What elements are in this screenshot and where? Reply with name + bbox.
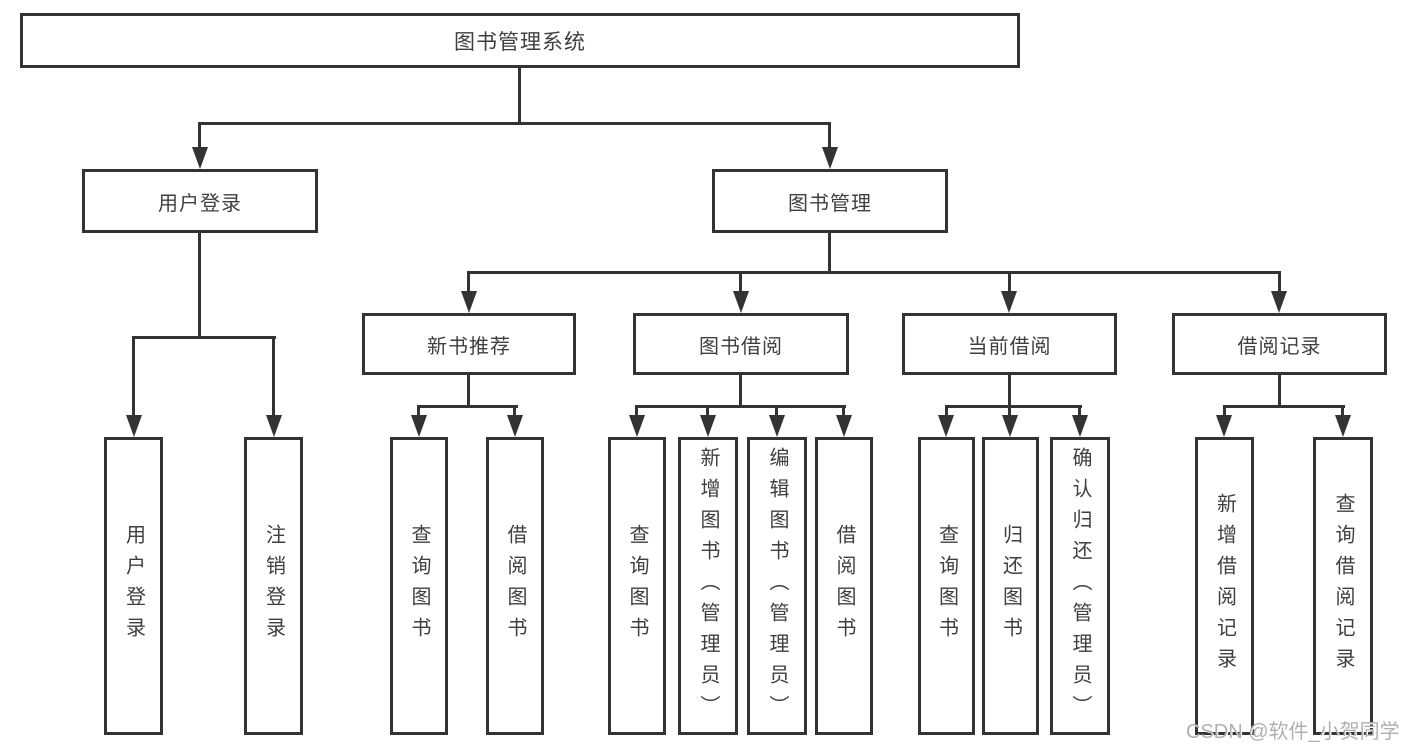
edge-line bbox=[1078, 405, 1081, 417]
edge-line bbox=[739, 271, 742, 291]
leaf-records-add-record-label: 新增借阅记录 bbox=[1213, 493, 1236, 679]
leaf-logout-label: 注销登录 bbox=[262, 524, 285, 648]
node-new-book-recommend: 新书推荐 bbox=[362, 313, 576, 375]
arrow-down-icon bbox=[266, 415, 282, 437]
edge-line bbox=[1341, 405, 1344, 417]
arrow-down-icon bbox=[1001, 291, 1017, 313]
edge-line bbox=[1278, 271, 1281, 291]
edge-line bbox=[635, 405, 846, 408]
edge-line bbox=[945, 405, 948, 417]
edge-line bbox=[706, 405, 709, 417]
arrow-down-icon bbox=[1335, 415, 1351, 437]
leaf-user-login-label: 用户登录 bbox=[122, 524, 145, 648]
leaf-records-query-record: 查询借阅记录 bbox=[1313, 437, 1373, 735]
node-book-management: 图书管理 bbox=[712, 169, 948, 233]
arrow-down-icon bbox=[192, 147, 208, 169]
node-borrow-records: 借阅记录 bbox=[1172, 313, 1387, 375]
csdn-watermark: CSDN @软件_小贺同学 bbox=[1186, 721, 1400, 743]
leaf-records-query-record-label: 查询借阅记录 bbox=[1332, 493, 1354, 679]
arrow-down-icon bbox=[1072, 415, 1088, 437]
leaf-borrow-borrow-books: 借阅图书 bbox=[815, 437, 873, 735]
leaf-recommend-query-books: 查询图书 bbox=[390, 437, 448, 735]
leaf-current-confirm-return-admin-label: 确认归还（管理员） bbox=[1069, 446, 1091, 726]
arrow-down-icon bbox=[1271, 291, 1287, 313]
leaf-borrow-query-books: 查询图书 bbox=[608, 437, 666, 735]
leaf-borrow-edit-books-admin: 编辑图书（管理员） bbox=[747, 437, 807, 735]
node-book-borrow: 图书借阅 bbox=[633, 313, 849, 375]
edge-line bbox=[513, 405, 516, 417]
leaf-recommend-borrow-books-label: 借阅图书 bbox=[504, 524, 526, 648]
leaf-current-query-books: 查询图书 bbox=[918, 437, 975, 735]
arrow-down-icon bbox=[733, 291, 749, 313]
arrow-down-icon bbox=[1002, 415, 1018, 437]
edge-line bbox=[198, 233, 201, 339]
edge-line bbox=[1008, 405, 1011, 417]
arrow-down-icon bbox=[411, 415, 427, 437]
edge-line bbox=[417, 405, 518, 408]
node-user-login-label: 用户登录 bbox=[158, 192, 242, 215]
leaf-records-add-record: 新增借阅记录 bbox=[1195, 437, 1254, 735]
leaf-current-return-books: 归还图书 bbox=[982, 437, 1039, 735]
leaf-user-login: 用户登录 bbox=[104, 437, 163, 735]
edge-line bbox=[842, 405, 845, 417]
node-book-management-label: 图书管理 bbox=[788, 192, 872, 215]
leaf-current-query-books-label: 查询图书 bbox=[935, 524, 958, 648]
node-new-book-recommend-label: 新书推荐 bbox=[427, 335, 511, 358]
edge-line bbox=[467, 271, 470, 291]
edge-line bbox=[775, 405, 778, 417]
leaf-borrow-query-books-label: 查询图书 bbox=[626, 524, 648, 648]
edge-line bbox=[417, 405, 420, 417]
arrow-down-icon bbox=[1216, 415, 1232, 437]
edge-line bbox=[828, 233, 831, 274]
edge-line bbox=[467, 375, 470, 408]
edge-line bbox=[1008, 375, 1011, 408]
edge-line bbox=[467, 271, 1281, 274]
edge-line bbox=[1278, 375, 1281, 408]
leaf-borrow-add-books-admin: 新增图书（管理员） bbox=[678, 437, 738, 735]
node-current-borrow: 当前借阅 bbox=[902, 313, 1117, 375]
edge-line bbox=[1223, 405, 1345, 408]
arrow-down-icon bbox=[822, 147, 838, 169]
node-user-login: 用户登录 bbox=[82, 169, 318, 233]
edge-line bbox=[635, 405, 638, 417]
arrow-down-icon bbox=[938, 415, 954, 437]
edge-line bbox=[272, 336, 275, 417]
arrow-down-icon bbox=[769, 415, 785, 437]
leaf-current-return-books-label: 归还图书 bbox=[999, 524, 1022, 648]
edge-line bbox=[945, 405, 1082, 408]
leaf-logout: 注销登录 bbox=[244, 437, 303, 735]
node-root: 图书管理系统 bbox=[20, 13, 1020, 68]
leaf-borrow-borrow-books-label: 借阅图书 bbox=[833, 524, 855, 648]
arrow-down-icon bbox=[629, 415, 645, 437]
leaf-borrow-edit-books-admin-label: 编辑图书（管理员） bbox=[766, 446, 788, 726]
edge-line bbox=[198, 122, 831, 125]
edge-line bbox=[518, 68, 521, 122]
arrow-down-icon bbox=[700, 415, 716, 437]
edge-line bbox=[132, 336, 135, 417]
node-book-borrow-label: 图书借阅 bbox=[699, 335, 783, 358]
node-current-borrow-label: 当前借阅 bbox=[967, 335, 1052, 358]
edge-line bbox=[1223, 405, 1226, 417]
leaf-current-confirm-return-admin: 确认归还（管理员） bbox=[1050, 437, 1110, 735]
leaf-recommend-borrow-books: 借阅图书 bbox=[486, 437, 544, 735]
edge-line bbox=[739, 375, 742, 408]
arrow-down-icon bbox=[836, 415, 852, 437]
edge-line bbox=[828, 122, 831, 149]
node-root-label: 图书管理系统 bbox=[454, 30, 586, 54]
edge-line bbox=[198, 122, 201, 149]
arrow-down-icon bbox=[507, 415, 523, 437]
edge-line bbox=[132, 336, 276, 339]
arrow-down-icon bbox=[461, 291, 477, 313]
node-borrow-records-label: 借阅记录 bbox=[1237, 335, 1322, 358]
leaf-recommend-query-books-label: 查询图书 bbox=[408, 524, 430, 648]
edge-line bbox=[1008, 271, 1011, 291]
arrow-down-icon bbox=[126, 415, 142, 437]
leaf-borrow-add-books-admin-label: 新增图书（管理员） bbox=[697, 446, 719, 726]
